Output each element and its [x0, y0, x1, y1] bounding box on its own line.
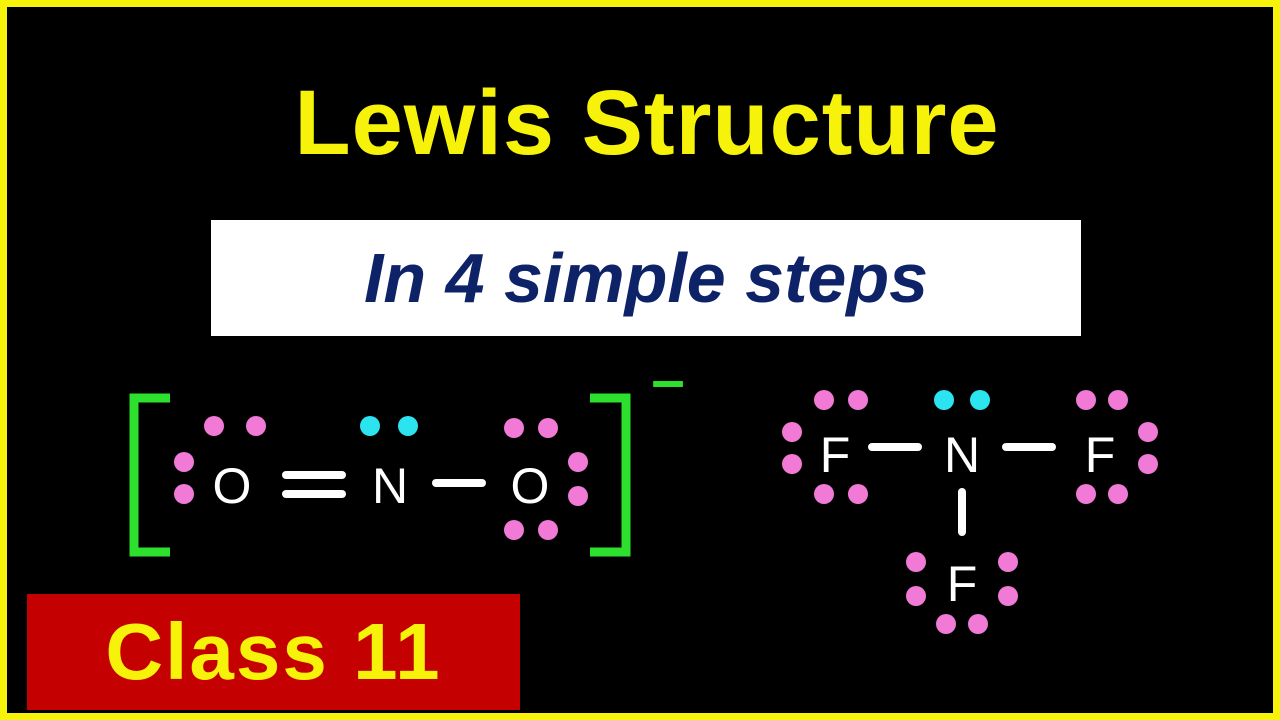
- nf3-atom-f-right: F: [1085, 427, 1116, 483]
- page-title: Lewis Structure: [294, 72, 1000, 174]
- right-bracket: [590, 393, 631, 557]
- nitrite-atom-o2: O: [511, 458, 550, 514]
- nf3-f-right-lone-pairs: [1076, 390, 1158, 504]
- n-lone-pair: [360, 416, 418, 436]
- nf3-f-left-lone-pairs: [782, 390, 868, 504]
- nitrite-atom-o1: O: [213, 458, 252, 514]
- subtitle-banner: In 4 simple steps: [211, 220, 1081, 336]
- o1-lone-pairs: [174, 416, 266, 504]
- nf3-f-bottom-lone-pairs: [906, 552, 1018, 634]
- nf3-n-lone-pair: [934, 390, 990, 410]
- left-bracket: [129, 393, 170, 557]
- nf3-structure: F N F F: [782, 390, 1158, 634]
- class-label: Class 11: [105, 607, 442, 696]
- charge-label: –: [651, 346, 684, 413]
- nf3-atom-f-left: F: [820, 427, 851, 483]
- nf3-atom-f-bottom: F: [947, 556, 978, 612]
- nitrite-atom-n: N: [372, 458, 408, 514]
- class-badge: Class 11: [27, 594, 520, 710]
- nitrite-structure: – O N O: [129, 346, 685, 557]
- o2-lone-pairs: [504, 418, 588, 540]
- nf3-atom-n: N: [944, 427, 980, 483]
- subtitle-text: In 4 simple steps: [363, 239, 929, 317]
